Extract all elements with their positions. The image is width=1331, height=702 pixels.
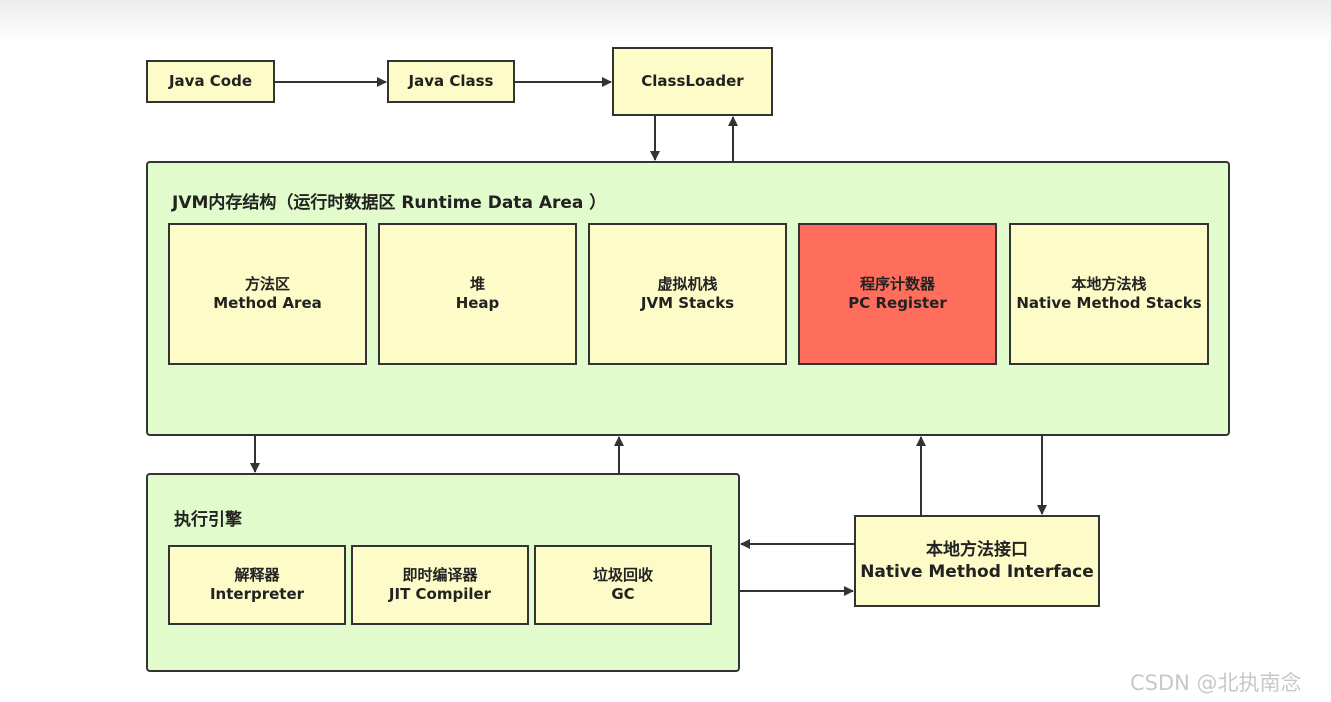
watermark: CSDN @北执南念	[1130, 671, 1302, 695]
label-cn: 解释器	[234, 566, 280, 584]
label-en: Native Method Stacks	[1016, 294, 1202, 312]
label-en: PC Register	[848, 294, 947, 312]
label-en: JVM Stacks	[640, 294, 735, 312]
label-cn: 本地方法接口	[926, 540, 1028, 560]
label-cn: 堆	[469, 275, 485, 293]
label-cn: 方法区	[244, 275, 290, 293]
top-band	[0, 0, 1331, 42]
label-cn: 即时编译器	[402, 566, 478, 584]
label-en: Native Method Interface	[860, 562, 1094, 582]
java-class-box: Java Class	[387, 60, 515, 103]
runtime-area-title: JVM内存结构（运行时数据区 Runtime Data Area ）	[172, 193, 607, 213]
java-class-label: Java Class	[408, 72, 494, 90]
label-cn: 本地方法栈	[1071, 275, 1147, 293]
classloader-box: ClassLoader	[612, 47, 773, 116]
label-cn: 程序计数器	[859, 275, 935, 293]
label-en: GC	[611, 585, 635, 603]
execution-engine-title: 执行引擎	[174, 510, 242, 530]
classloader-label: ClassLoader	[641, 72, 744, 90]
label-en: JIT Compiler	[388, 585, 492, 603]
label-en: Interpreter	[209, 585, 305, 603]
label-en: Method Area	[213, 294, 322, 312]
label-cn: 垃圾回收	[592, 566, 653, 584]
label-en: Heap	[455, 294, 500, 312]
label-cn: 虚拟机栈	[657, 275, 718, 293]
java-code-label: Java Code	[168, 72, 253, 90]
java-code-box: Java Code	[146, 60, 275, 103]
